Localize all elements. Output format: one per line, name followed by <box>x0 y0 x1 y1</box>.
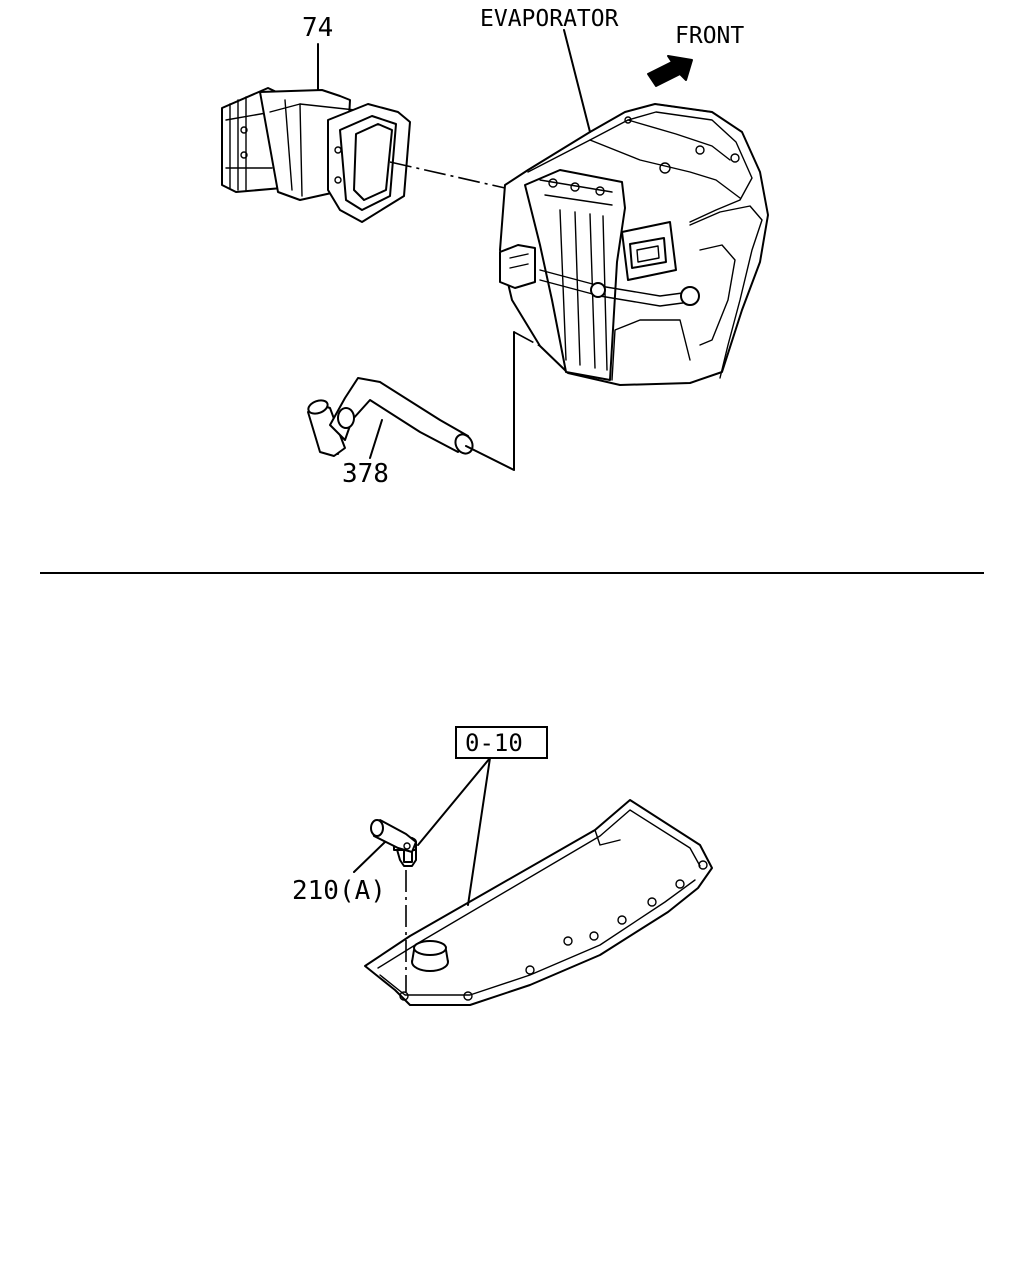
clip-210a <box>370 819 417 853</box>
rocker-cover <box>364 799 713 1006</box>
drain-hose-378 <box>307 377 474 457</box>
leader-lines-top <box>317 29 713 471</box>
air-duct-74 <box>221 87 411 223</box>
leader-lines-bottom <box>353 757 491 992</box>
label-210a: 210(A) <box>292 876 386 906</box>
label-box-0-10 <box>455 726 548 759</box>
label-0-10: 0-10 <box>465 729 523 757</box>
front-arrow-icon <box>647 55 693 87</box>
label-front: FRONT <box>675 23 744 49</box>
label-evaporator: EVAPORATOR <box>480 6 619 32</box>
label-74: 74 <box>302 13 333 43</box>
evaporator-unit <box>499 103 769 386</box>
label-378: 378 <box>342 459 389 489</box>
